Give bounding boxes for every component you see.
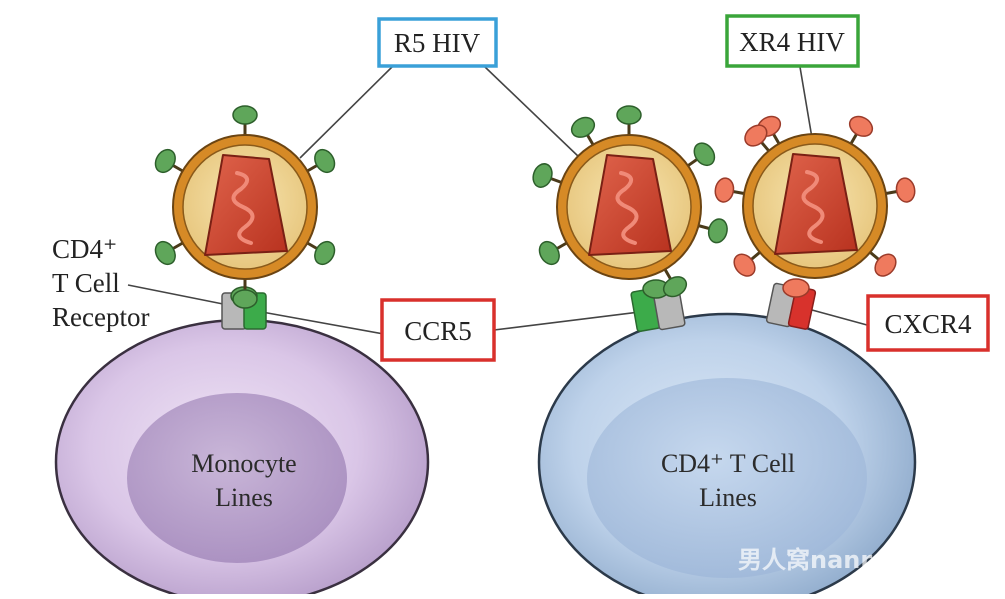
spike-stem [306, 163, 319, 173]
spike-stem [698, 224, 711, 231]
cd4-receptor-line-2: T Cell [52, 268, 120, 298]
viral-rna [801, 170, 825, 244]
watermark: 男人窝nanrenwo [738, 546, 944, 574]
envelope-knob [154, 240, 176, 266]
envelope-knob [848, 115, 874, 137]
spike-stem [306, 241, 319, 251]
r5-line-right [484, 66, 581, 159]
spike-stem [885, 189, 898, 195]
envelope-knob [707, 218, 728, 244]
monocyte-line-1: Monocyte [191, 449, 296, 478]
envelope-knob [532, 163, 553, 188]
r5-hiv-label: R5 HIV [394, 28, 481, 58]
connector-lines [127, 66, 868, 335]
envelope-knob [744, 124, 768, 147]
monocyte-nucleus [127, 393, 347, 563]
spike-stem [869, 251, 881, 262]
spike-stem [687, 157, 699, 167]
envelope-knob [874, 253, 897, 277]
r5-line-left [299, 66, 393, 159]
envelope-knob [232, 105, 258, 125]
virus-capsid [774, 153, 858, 255]
x4-virus [714, 115, 916, 279]
envelope-knob [662, 276, 688, 298]
tcell-caption: CD4⁺ T Cell Lines [661, 449, 795, 512]
spike-stem [171, 163, 184, 173]
viral-rna [615, 171, 639, 245]
virus-particles [154, 105, 916, 309]
envelope-knob [895, 177, 916, 203]
xr4-line [799, 66, 813, 139]
ccr5-line-left [261, 311, 385, 335]
ccr5-line-right [493, 311, 641, 331]
spike-stem [555, 241, 568, 251]
envelope-knob [314, 240, 336, 266]
cxcr4-line [811, 309, 868, 326]
r5-virus-right [532, 105, 728, 298]
envelope-knob [154, 148, 176, 174]
cd4-receptor-caption: CD4⁺ T Cell Receptor [52, 234, 149, 332]
spike-stem [663, 268, 673, 281]
monocyte-caption: Monocyte Lines [191, 449, 296, 512]
spike-stem [171, 241, 184, 251]
envelope-knob [232, 289, 258, 309]
viral-rna [231, 171, 255, 245]
tcell-nucleus [587, 378, 867, 578]
spike-stem [585, 133, 595, 146]
xr4-hiv-label: XR4 HIV [739, 27, 845, 57]
cd4-receptor-line-1: CD4⁺ [52, 234, 117, 264]
tcell-line-1: CD4⁺ T Cell [661, 449, 795, 478]
envelope-knob [714, 177, 735, 203]
ccr5-label: CCR5 [404, 316, 472, 346]
monocyte-cell [54, 318, 430, 599]
receptor-bound-knob-x4 [782, 278, 810, 298]
envelope-knob [538, 240, 560, 266]
cxcr4-label: CXCR4 [884, 309, 972, 339]
spike-stem [849, 132, 859, 145]
monocyte-line-2: Lines [215, 483, 273, 512]
xr4-hiv-label-box: XR4 HIV [725, 14, 860, 68]
spike-stem [749, 251, 761, 262]
envelope-knob [616, 105, 642, 125]
envelope-knob [570, 116, 596, 138]
ccr5-label-box: CCR5 [380, 298, 496, 362]
spike-stem [732, 189, 745, 195]
cd4-receptor-line-3: Receptor [52, 302, 149, 332]
tcell-cell [537, 312, 917, 599]
r5-virus-left [154, 105, 336, 309]
spike-stem [771, 132, 781, 145]
envelope-knob [693, 142, 716, 167]
spike-stem [759, 140, 770, 152]
envelope-knob [314, 148, 336, 174]
spike-stem [549, 176, 562, 184]
envelope-knob [733, 253, 756, 277]
cd4-receptor-line [127, 284, 229, 306]
virus-capsid [204, 154, 288, 256]
virus-capsid [588, 154, 672, 256]
cxcr4-label-box: CXCR4 [866, 294, 990, 352]
r5-hiv-label-box: R5 HIV [377, 17, 498, 68]
tcell-x4-receptors [765, 278, 817, 330]
tcell-line-2: Lines [699, 483, 757, 512]
